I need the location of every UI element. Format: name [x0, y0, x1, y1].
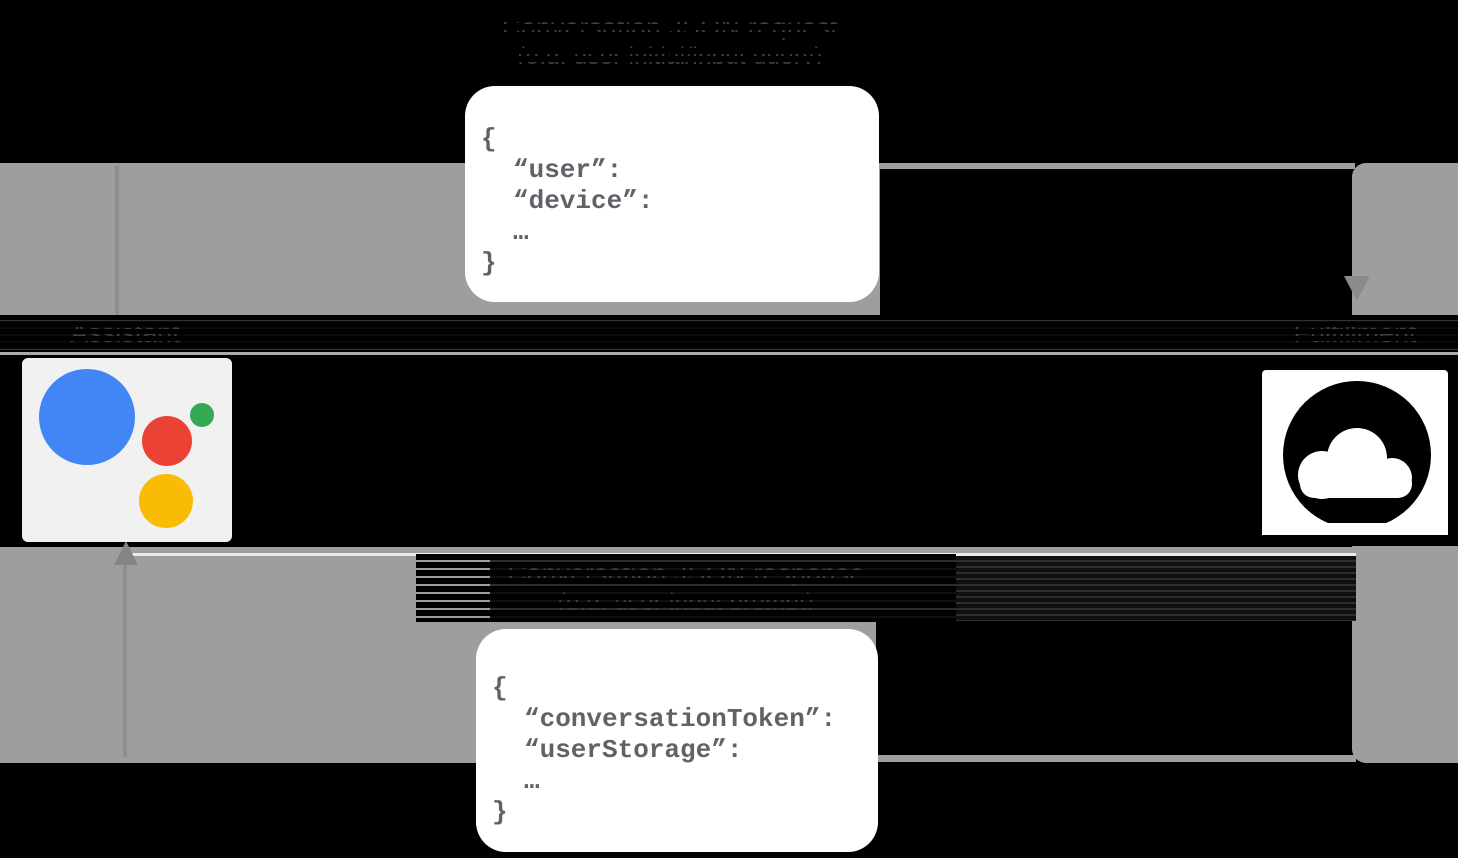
response-subtitle: (e.g. user input prompt)	[557, 589, 815, 616]
fulfillment-label: Fulfillment	[1293, 318, 1417, 348]
json-line: …	[513, 217, 529, 247]
response-arrowhead-icon	[114, 541, 138, 565]
request-subtitle: (e.g. user initial/input query)	[517, 43, 823, 70]
response-title: Conversation JSON response	[507, 558, 865, 588]
request-arrowhead-icon	[1344, 276, 1370, 301]
json-line: “device”:	[513, 186, 654, 216]
request-arrow-start-line	[115, 166, 119, 315]
assistant-green-circle	[190, 403, 214, 427]
assistant-label: Assistant	[70, 318, 180, 348]
band-separator-line	[0, 352, 1458, 355]
assistant-blue-circle	[39, 369, 135, 465]
json-line: }	[492, 797, 508, 827]
json-line: {	[481, 124, 497, 154]
response-arrow-band-strip	[876, 547, 1356, 554]
response-arrow-right-band	[1352, 546, 1458, 763]
assistant-yellow-circle	[139, 474, 193, 528]
json-line: “conversationToken”:	[524, 704, 837, 734]
response-json-box: { “conversationToken”: “userStorage”: … …	[476, 629, 878, 852]
json-line: …	[524, 766, 540, 796]
request-json-box: { “user”: “device”: … }	[465, 86, 879, 302]
node-label-band: Assistant Fulfillment	[0, 315, 1458, 352]
response-band-highlight	[128, 553, 1356, 556]
json-line: “user”:	[513, 155, 623, 185]
fulfillment-node	[1262, 370, 1448, 535]
response-title-block: Conversation JSON response (e.g. user in…	[416, 554, 956, 622]
json-line: }	[481, 248, 497, 278]
json-line: “userStorage”:	[524, 735, 743, 765]
assistant-node	[22, 358, 232, 542]
request-title-block: Conversation JSON request (e.g. user ini…	[400, 8, 940, 76]
response-arrow-end-line	[123, 549, 127, 757]
cloud-icon	[1262, 381, 1448, 535]
json-line: {	[492, 673, 508, 703]
assistant-red-circle	[142, 416, 192, 466]
request-title: Conversation JSON request	[501, 12, 839, 42]
